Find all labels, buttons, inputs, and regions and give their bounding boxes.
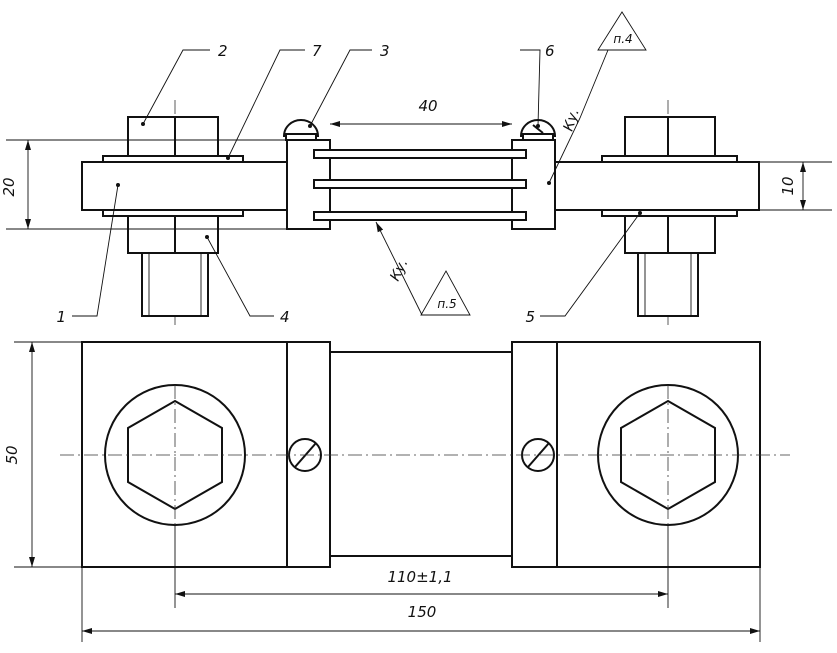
callout-4: 4 [280, 308, 290, 326]
shunt-plate-middle [313, 179, 527, 189]
note-triangle-upper [597, 11, 647, 51]
right-block-top [511, 341, 761, 568]
left-terminal-screw [282, 119, 320, 137]
callout-5: 5 [525, 308, 535, 326]
note-lower: п.5 [437, 297, 456, 311]
left-block-top [81, 341, 331, 568]
callout-3: 3 [380, 42, 390, 60]
dim-overall-length: 150 [408, 603, 437, 621]
front-view [81, 100, 760, 325]
front-dimensions: 40 20 10 [0, 97, 832, 230]
top-view [60, 341, 790, 568]
shunt-plate-bottom [313, 211, 527, 221]
callout-1: 1 [56, 308, 66, 326]
dim-gap: 40 [418, 97, 437, 115]
ku-mark-lower: Ку. [387, 256, 411, 283]
shunt-plate-top [313, 149, 527, 159]
dim-width: 50 [3, 445, 21, 464]
callout-2: 2 [218, 42, 228, 60]
ku-mark-upper: Ку. [561, 107, 583, 134]
note-triangle-lower [420, 270, 471, 316]
left-nut [127, 215, 219, 254]
right-nut [624, 215, 716, 254]
top-dimensions: 50 110±1,1 150 [3, 341, 761, 642]
note-upper: п.4 [613, 32, 632, 46]
dim-height-left: 20 [0, 177, 18, 196]
right-bolt-head [624, 116, 716, 158]
callout-6: 6 [545, 42, 555, 60]
left-bolt-stud [141, 252, 209, 317]
shunt-body-top [329, 351, 513, 557]
right-bus-bar [536, 161, 760, 211]
dim-center-distance: 110±1,1 [387, 568, 452, 586]
dim-height-right: 10 [779, 176, 797, 195]
callout-7: 7 [312, 42, 322, 60]
right-bolt-stud [637, 252, 699, 317]
